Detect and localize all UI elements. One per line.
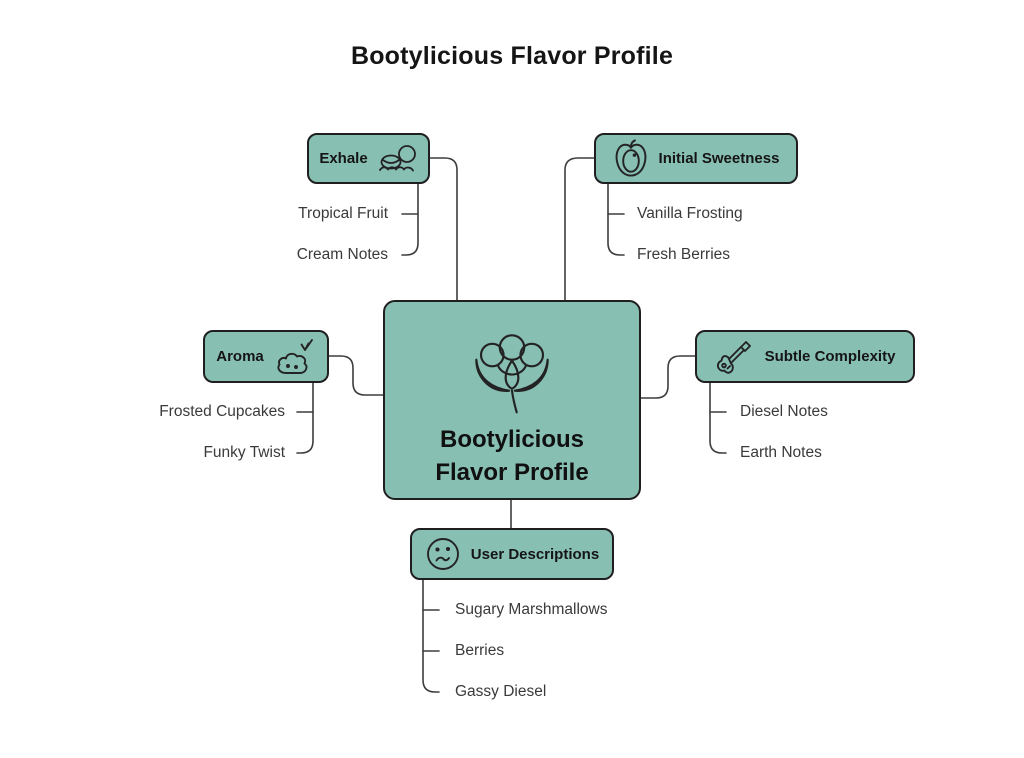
connector-aroma-children (296, 382, 314, 454)
connector-user-descriptions-children (422, 579, 440, 693)
child-diesel-notes: Diesel Notes (740, 403, 828, 420)
node-subtle-complexity-label: Subtle Complexity (764, 348, 896, 365)
connector-exhale-central (429, 157, 458, 301)
peach-icon (613, 138, 649, 179)
confused-face-icon (425, 536, 461, 572)
connector-subtle-complexity-central (640, 355, 696, 399)
child-frosted-cupcakes: Frosted Cupcakes (159, 403, 285, 420)
connector-aroma-central (328, 355, 384, 396)
child-funky-twist: Funky Twist (203, 444, 285, 461)
child-berries: Berries (455, 642, 505, 659)
child-sugary-marshmallows: Sugary Marshmallows (455, 601, 608, 618)
child-gassy-diesel: Gassy Diesel (455, 683, 547, 700)
connector-exhale-children (401, 183, 419, 256)
node-subtle-complexity: Subtle Complexity (695, 330, 915, 383)
node-exhale-label: Exhale (319, 150, 368, 167)
central-node: Bootylicious Flavor Profile (383, 300, 641, 500)
flower-bud-icon (460, 325, 564, 417)
central-node-label: Bootylicious Flavor Profile (435, 426, 589, 486)
node-initial-sweetness-label: Initial Sweetness (658, 150, 780, 167)
child-cream-notes: Cream Notes (296, 246, 388, 263)
exhale-cloud-icon (378, 143, 418, 175)
child-fresh-berries: Fresh Berries (637, 246, 731, 263)
node-aroma: Aroma (203, 330, 329, 383)
node-user-descriptions-label: User Descriptions (470, 545, 600, 563)
page-title: Bootylicious Flavor Profile (350, 42, 674, 70)
scent-blob-icon (274, 337, 316, 377)
child-tropical-fruit: Tropical Fruit (298, 205, 388, 222)
connector-initial-sweetness-central (564, 157, 595, 301)
child-earth-notes: Earth Notes (740, 444, 822, 461)
node-initial-sweetness: Initial Sweetness (594, 133, 798, 184)
connector-initial-sweetness-children (607, 183, 625, 256)
connector-subtle-complexity-children (709, 382, 727, 454)
node-user-descriptions: User Descriptions (410, 528, 614, 580)
node-aroma-label: Aroma (216, 348, 264, 365)
guitar-icon (715, 337, 755, 377)
node-exhale: Exhale (307, 133, 430, 184)
child-vanilla-frosting: Vanilla Frosting (637, 205, 743, 222)
